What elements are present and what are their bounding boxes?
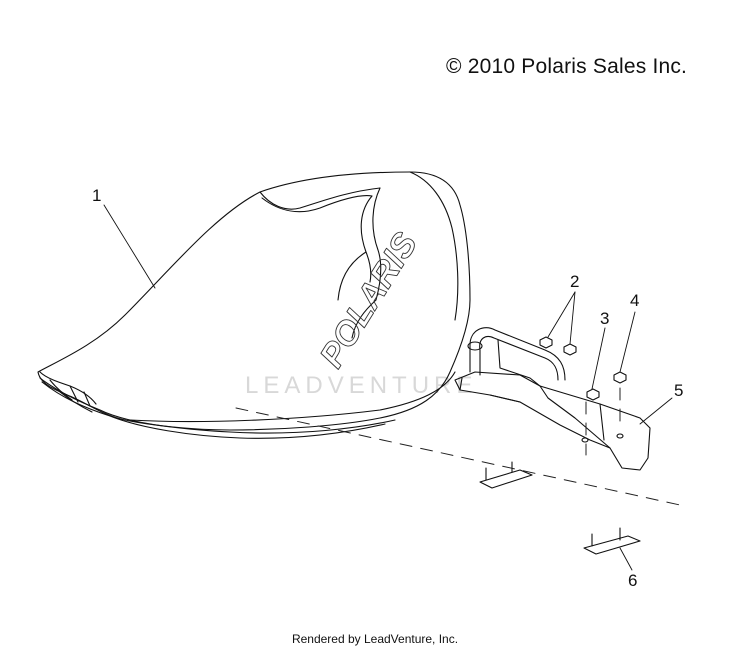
- assembly-lines: [235, 387, 681, 506]
- callout-6: 6: [628, 571, 637, 590]
- callout-3: 3: [600, 309, 609, 328]
- callout-2: 2: [570, 272, 579, 291]
- leader-lines: [103, 204, 673, 571]
- seat-bracket: [454, 327, 651, 471]
- nuts: [539, 336, 627, 401]
- callout-1: 1: [92, 186, 101, 205]
- callout-5: 5: [674, 381, 683, 400]
- callout-labels: 1 2 3 4 5 6: [92, 186, 683, 590]
- footer-credit: Rendered by LeadVenture, Inc.: [291, 632, 459, 646]
- callout-4: 4: [630, 291, 639, 310]
- seat: POLARIS: [37, 171, 471, 439]
- seat-brand-text: POLARIS: [313, 226, 425, 375]
- copyright-notice: © 2010 Polaris Sales Inc.: [446, 55, 688, 78]
- bumper-pads: [479, 461, 641, 555]
